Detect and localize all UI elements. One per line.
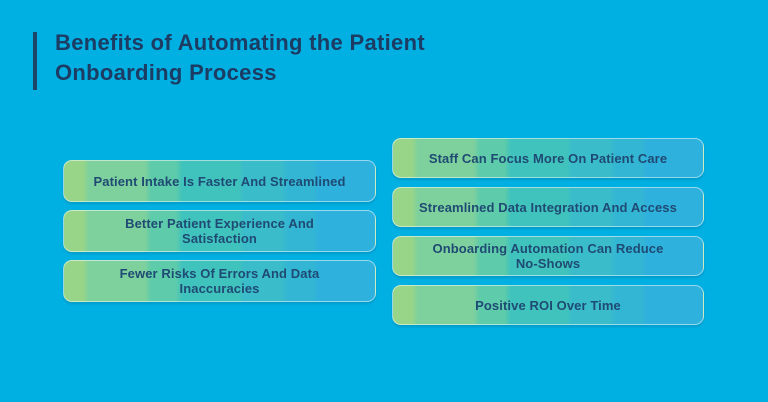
benefit-label: Fewer Risks Of Errors And Data Inaccurac…: [119, 266, 320, 296]
title-accent-bar: [33, 32, 37, 90]
benefit-card-data-integration: Streamlined Data Integration And Access: [392, 187, 704, 227]
benefit-label: Onboarding Automation Can Reduce No-Show…: [432, 241, 664, 271]
benefit-label: Patient Intake Is Faster And Streamlined: [93, 173, 346, 189]
title-line-1: Benefits of Automating the Patient: [55, 30, 425, 55]
benefit-card-fewer-errors: Fewer Risks Of Errors And Data Inaccurac…: [63, 260, 376, 302]
benefit-label: Streamlined Data Integration And Access: [419, 199, 677, 215]
benefit-label: Positive ROI Over Time: [475, 297, 621, 313]
benefit-card-staff-focus: Staff Can Focus More On Patient Care: [392, 138, 704, 178]
benefit-card-reduce-no-shows: Onboarding Automation Can Reduce No-Show…: [392, 236, 704, 276]
benefit-label: Staff Can Focus More On Patient Care: [428, 150, 668, 166]
benefit-card-positive-roi: Positive ROI Over Time: [392, 285, 704, 325]
benefit-label: Better Patient Experience And Satisfacti…: [125, 216, 314, 246]
benefits-column-left: Patient Intake Is Faster And Streamlined…: [63, 160, 376, 302]
benefit-card-patient-experience: Better Patient Experience And Satisfacti…: [63, 210, 376, 252]
benefit-card-patient-intake: Patient Intake Is Faster And Streamlined: [63, 160, 376, 202]
benefits-column-right: Staff Can Focus More On Patient Care Str…: [392, 138, 704, 325]
title-line-2: Onboarding Process: [55, 60, 277, 85]
